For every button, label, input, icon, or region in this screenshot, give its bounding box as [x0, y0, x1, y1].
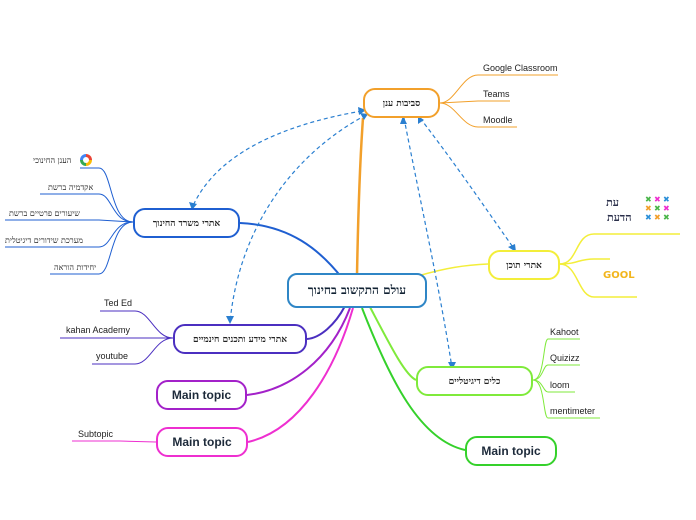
leaf-google-classroom[interactable]: Google Classroom	[483, 63, 558, 73]
relation-cloud-content	[419, 117, 516, 251]
branch-ministry	[239, 222, 343, 279]
gool-logo[interactable]: GOOL	[603, 270, 635, 281]
leaf-moodle[interactable]: Moodle	[483, 115, 513, 125]
svg-text:הדעת: הדעת	[607, 211, 632, 224]
gool-wordmark: GOOL	[603, 270, 635, 281]
et-hadaat-logo[interactable]: עת הדעת ✖✖✖ ✖✖✖ ✖✖✖	[605, 193, 675, 229]
relation-cloud-ministry	[191, 110, 363, 209]
branch-info	[306, 305, 346, 340]
leaf-youtube[interactable]: youtube	[96, 351, 129, 361]
leaf-quizizz[interactable]: Quizizz	[550, 353, 580, 363]
branch-main2	[247, 307, 354, 443]
svg-text:✖: ✖	[645, 204, 652, 213]
topic-content-sites[interactable]: אתרי תוכן	[488, 250, 560, 280]
svg-text:עת: עת	[606, 196, 619, 209]
branch-digital	[369, 306, 417, 381]
relation-cloud-digital	[403, 117, 453, 369]
leaf-private-lessons[interactable]: שיעורים פרטיים ברשת	[9, 209, 80, 218]
main-topic-2[interactable]: Main topic	[156, 427, 248, 457]
svg-text:✖: ✖	[663, 204, 670, 213]
leaf-mentimeter[interactable]: mentimeter	[550, 406, 596, 416]
svg-text:✖: ✖	[645, 213, 652, 222]
leaf-subtopic[interactable]: Subtopic	[78, 429, 114, 439]
svg-text:✖: ✖	[663, 213, 670, 222]
branch-cloud	[355, 117, 365, 276]
branch-main3	[361, 307, 466, 451]
svg-text:✖: ✖	[663, 195, 670, 204]
leaf-online-academy[interactable]: אקדמיה ברשת	[48, 183, 94, 192]
branch-main1	[246, 307, 351, 396]
leaf-edu-cloud[interactable]: הענן החינוכי	[33, 156, 72, 165]
relation-cloud-info	[229, 114, 367, 323]
leaf-ted-ed[interactable]: Ted Ed	[104, 298, 133, 308]
topic-ministry-sites[interactable]: אתרי משרד החינוך	[133, 208, 240, 238]
et-hadaat-mark: עת הדעת ✖✖✖ ✖✖✖ ✖✖✖	[606, 195, 670, 224]
topic-info-sites[interactable]: אתרי מידע ותכנים חינמיים	[173, 324, 307, 354]
topic-cloud-environments[interactable]: סביבות ענן	[363, 88, 440, 118]
svg-text:✖: ✖	[654, 195, 661, 204]
svg-text:✖: ✖	[645, 195, 652, 204]
leaf-kahan-academy[interactable]: kahan Academy	[66, 325, 131, 335]
svg-text:✖: ✖	[654, 204, 661, 213]
google-app-icon	[80, 154, 92, 166]
leaf-teams[interactable]: Teams	[483, 89, 510, 99]
central-topic[interactable]: עולם התקשוב בחינוך	[287, 273, 427, 308]
topic-digital-tools[interactable]: כלים דיגיטליים	[416, 366, 533, 396]
branch-content	[417, 263, 489, 277]
main-topic-1[interactable]: Main topic	[156, 380, 247, 410]
main-topic-3[interactable]: Main topic	[465, 436, 557, 466]
leaf-teaching-units[interactable]: יחידות הוראה	[54, 263, 97, 272]
svg-text:✖: ✖	[654, 213, 661, 222]
leaf-loom[interactable]: loom	[550, 380, 570, 390]
leaf-kahoot[interactable]: Kahoot	[550, 327, 579, 337]
leaf-digital-broadcast[interactable]: מערכת שידורים דיגיטלית	[5, 236, 83, 245]
